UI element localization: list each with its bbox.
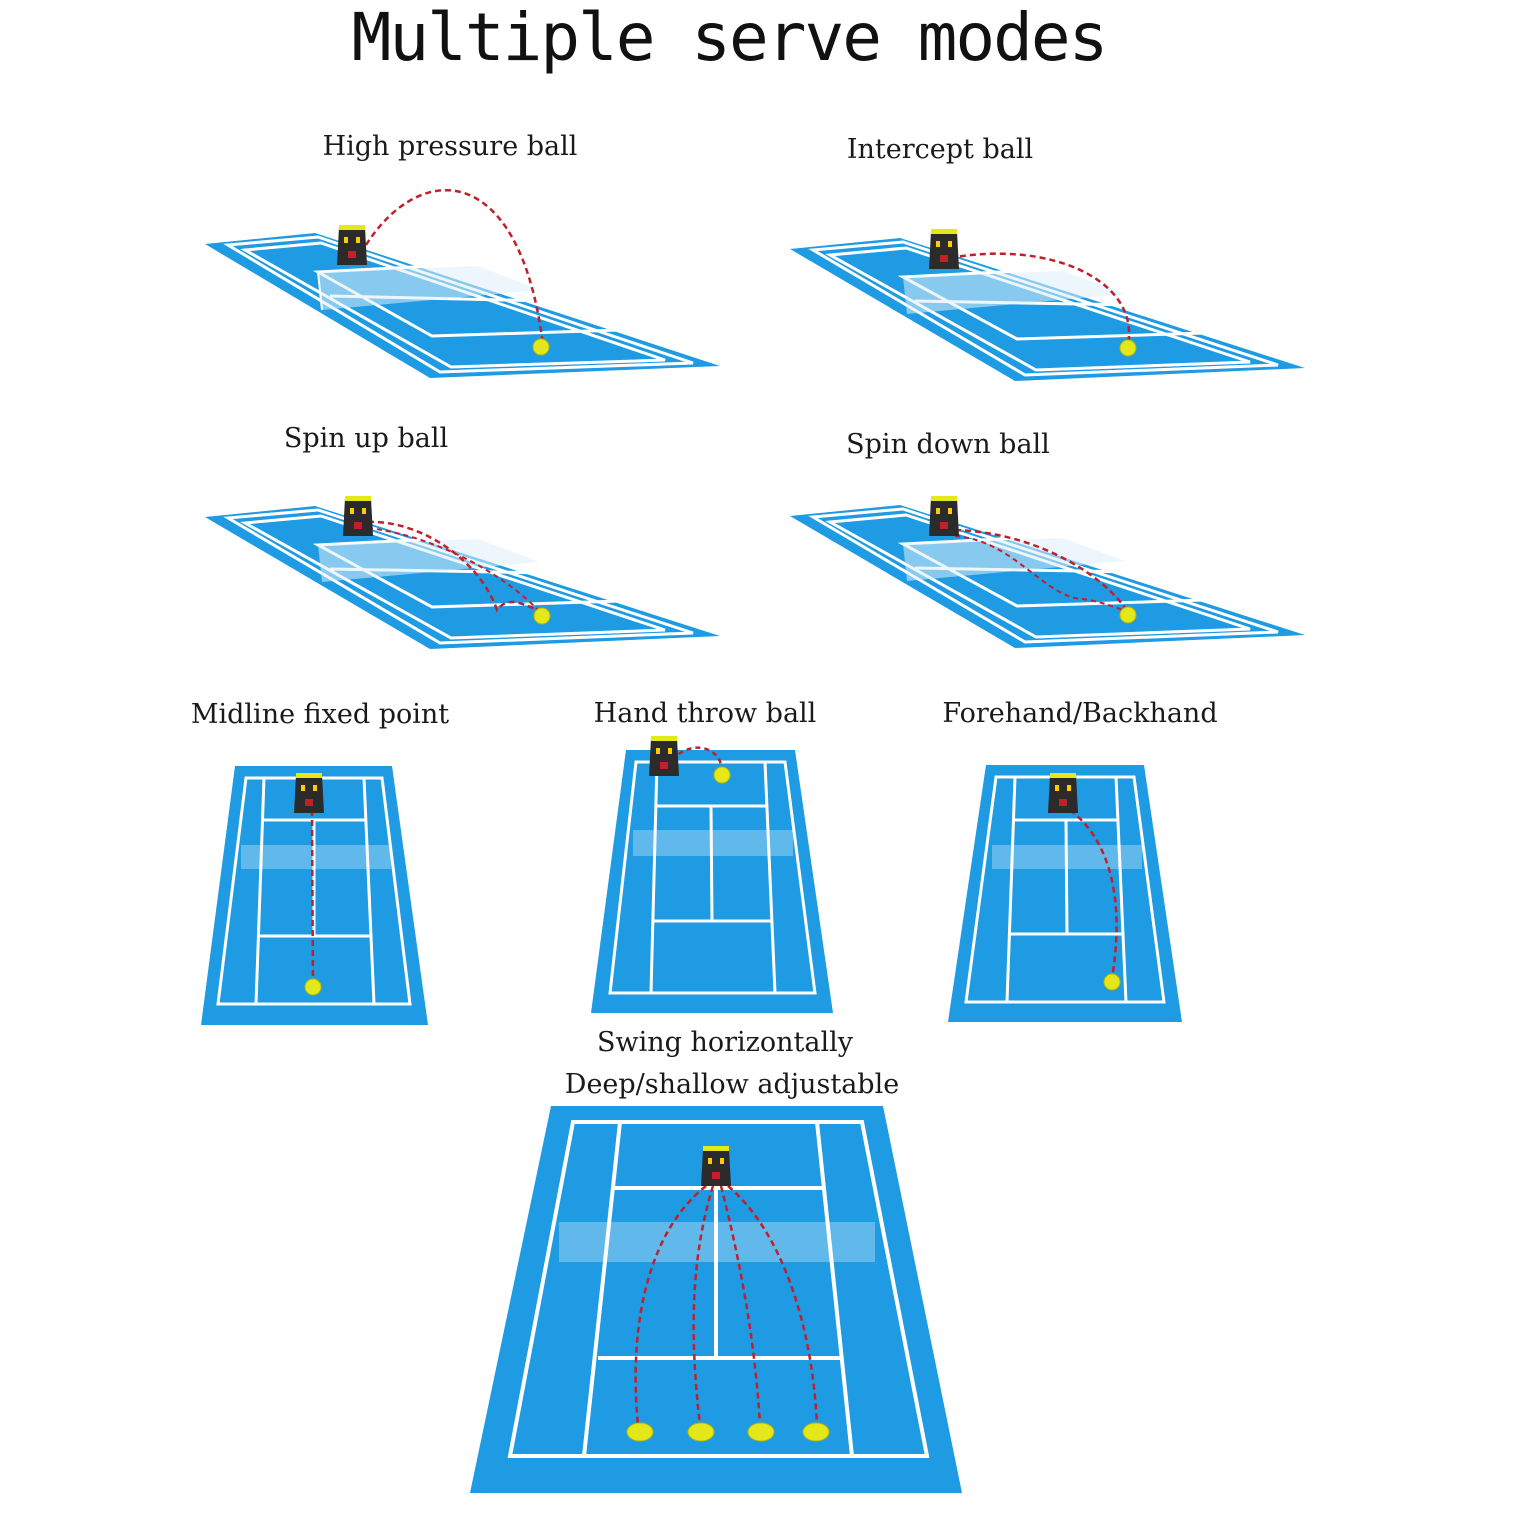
ball-machine-icon (701, 1146, 731, 1186)
label-midline: Midline fixed point (190, 699, 450, 730)
label-swing-line2: Deep/shallow adjustable (564, 1069, 900, 1100)
court-high-pressure (205, 188, 720, 378)
court-swing (470, 1106, 962, 1493)
ball-machine-icon (337, 225, 367, 265)
court-spin-down (790, 496, 1305, 648)
tennis-ball-icon (1119, 339, 1137, 357)
court-intercept (790, 229, 1305, 381)
ball-machine-icon (929, 496, 959, 536)
court-forehand-backhand (948, 765, 1182, 1022)
label-high-pressure: High pressure ball (322, 131, 578, 162)
tennis-ball-icon (532, 338, 550, 356)
court-spin-up (205, 496, 720, 649)
court-midline (201, 766, 428, 1025)
label-forehand-backhand: Forehand/Backhand (942, 698, 1218, 729)
page-title: Multiple serve modes (351, 0, 1109, 76)
tennis-ball-icon (304, 978, 322, 996)
court-hand-throw (591, 736, 833, 1013)
ball-machine-icon (929, 229, 959, 269)
ball-machine-icon (294, 773, 324, 813)
ball-machine-icon (343, 496, 373, 536)
tennis-ball-icon (1119, 606, 1137, 624)
label-intercept: Intercept ball (846, 134, 1034, 165)
tennis-ball-icon (626, 1422, 830, 1442)
label-spin-up: Spin up ball (283, 423, 449, 454)
ball-machine-icon (649, 736, 679, 776)
tennis-ball-icon (533, 607, 551, 625)
tennis-ball-icon (713, 766, 731, 784)
ball-machine-icon (1048, 773, 1078, 813)
label-spin-down: Spin down ball (846, 429, 1050, 460)
label-hand-throw: Hand throw ball (593, 698, 817, 729)
label-swing-line1: Swing horizontally (596, 1027, 854, 1058)
tennis-ball-icon (1103, 973, 1121, 991)
